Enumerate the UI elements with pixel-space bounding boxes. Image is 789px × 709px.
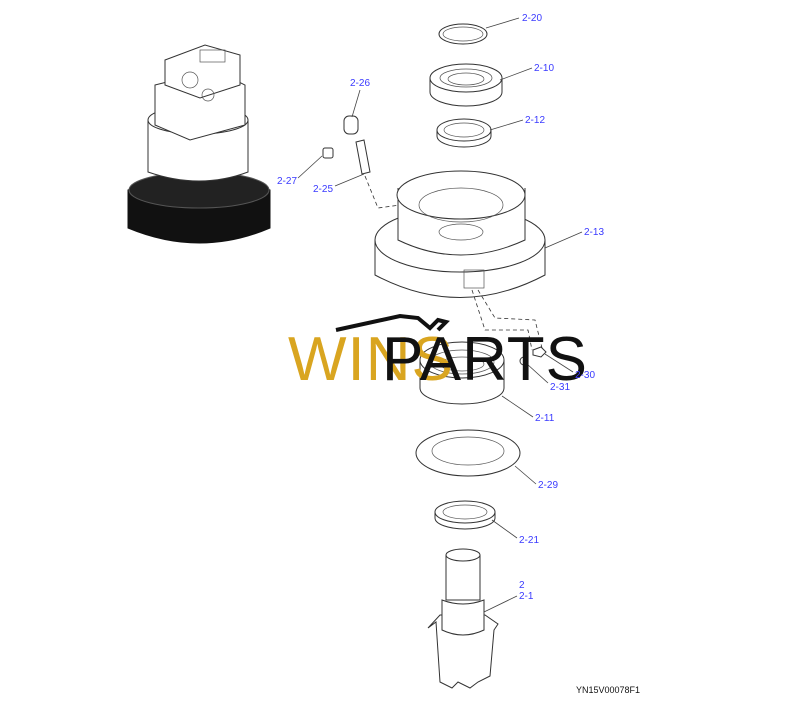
callout-2-27: 2-27 <box>277 176 297 187</box>
callout-2-26: 2-26 <box>350 78 370 89</box>
callout-2-31: 2-31 <box>550 382 570 393</box>
callout-2: 2 <box>519 580 525 591</box>
callout-2-11: 2-11 <box>535 413 555 424</box>
callout-2-13: 2-13 <box>584 227 604 238</box>
part-2-29-plate <box>415 429 521 477</box>
callout-2-25: 2-25 <box>313 184 333 195</box>
part-2-11-roller-bearing <box>419 341 505 405</box>
drawing-code: YN15V00078F1 <box>576 685 640 695</box>
watermark-wins-text: WINS <box>288 325 454 394</box>
part-2-10-bearing <box>429 63 503 107</box>
callout-2-1: 2-1 <box>519 591 534 602</box>
parts-2-25-2-26-2-27 <box>322 115 401 209</box>
watermark-parts-text: PARTS <box>382 325 588 394</box>
callout-2-20: 2-20 <box>522 13 542 24</box>
callout-2-10: 2-10 <box>534 63 554 74</box>
callout-2-29: 2-29 <box>538 480 558 491</box>
part-2-12-oil-seal <box>436 118 492 148</box>
part-2-1-pinion-shaft <box>427 548 499 689</box>
winsparts-watermark: WINS PARTS <box>288 313 588 394</box>
callout-2-30: 2-30 <box>575 370 595 381</box>
parts-2-30-2-31 <box>519 346 547 366</box>
part-2-13-housing <box>374 170 546 351</box>
part-2-21-ring <box>434 500 496 530</box>
part-2-20-snap-ring <box>438 23 488 45</box>
callout-2-21: 2-21 <box>519 535 539 546</box>
callout-2-12: 2-12 <box>525 115 545 126</box>
assembled-motor-illustration <box>127 44 271 244</box>
leader-lines <box>297 17 583 613</box>
